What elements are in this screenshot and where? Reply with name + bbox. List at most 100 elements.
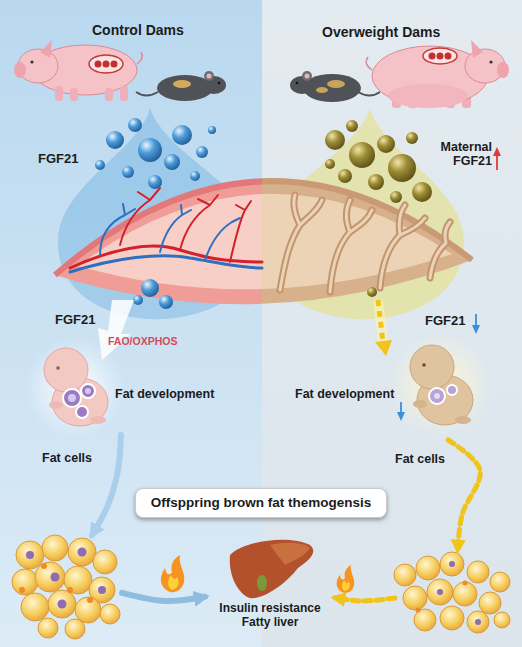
control-pig bbox=[120, 86, 128, 101]
overweight-pig bbox=[489, 60, 492, 63]
fgf21-particles-control bbox=[196, 146, 208, 158]
process-box: Offsppring brown fat themogensis bbox=[135, 488, 387, 518]
fgf21-particles-control bbox=[138, 138, 162, 162]
overweight-mouse bbox=[305, 74, 310, 79]
fgf21-particles-overweight bbox=[377, 135, 395, 153]
fgf21-particles-overweight bbox=[412, 182, 432, 202]
fat-cell-droplets-overweight bbox=[463, 581, 468, 586]
fat-cells-control bbox=[21, 593, 49, 621]
overweight-mouse bbox=[316, 87, 328, 93]
fgf21-particles-control bbox=[148, 175, 162, 189]
fat-cell-droplets-control bbox=[19, 548, 106, 609]
fgf21-particles-control bbox=[190, 171, 200, 181]
overweight-mouse bbox=[296, 82, 299, 85]
fgf21-particles-control bbox=[133, 295, 143, 305]
trend-arrows bbox=[397, 412, 405, 421]
fat-cells-overweight bbox=[427, 579, 453, 605]
fat-cell-droplets-overweight bbox=[449, 561, 455, 567]
node-text: Fat development bbox=[295, 387, 400, 401]
node-text: Offsppring brown fat themogensis bbox=[136, 495, 386, 511]
overweight-pig bbox=[388, 84, 468, 108]
fgf21-particles-overweight bbox=[325, 120, 432, 297]
control-pig bbox=[95, 61, 102, 68]
fat-cells-overweight bbox=[479, 592, 501, 614]
control-pig bbox=[103, 61, 110, 68]
placenta bbox=[55, 181, 472, 304]
fgf21-particles-overweight bbox=[388, 154, 416, 182]
fat-cell-droplets-control bbox=[19, 587, 25, 593]
overweight-pig bbox=[366, 57, 372, 70]
overweight-pig bbox=[497, 62, 509, 78]
placenta-villi bbox=[280, 195, 450, 292]
group-label: Overweight Dams bbox=[322, 24, 462, 40]
thermogenesis-flame bbox=[168, 575, 178, 590]
overweight-pig bbox=[437, 53, 444, 60]
control-pig bbox=[14, 40, 142, 101]
control-mouse bbox=[136, 71, 226, 101]
fgf21-particles-control bbox=[172, 125, 192, 145]
fgf21-particles-control bbox=[141, 279, 159, 297]
fat-cell-droplets-overweight bbox=[437, 589, 443, 595]
overweight-pig bbox=[445, 53, 452, 60]
trend-arrows bbox=[472, 325, 480, 334]
fgf21-particles-control bbox=[95, 118, 216, 309]
fat-cells-control bbox=[64, 566, 92, 594]
thermogenesis-flame bbox=[337, 565, 355, 593]
embryo-overweight bbox=[434, 393, 440, 399]
embryo-control bbox=[76, 406, 88, 418]
control-pig bbox=[70, 88, 78, 101]
embryo-overweight bbox=[455, 416, 471, 424]
embryo-control bbox=[85, 388, 91, 394]
embryo-control bbox=[90, 416, 106, 424]
fat-cells-control bbox=[68, 538, 96, 566]
fat-cell-droplets-overweight bbox=[475, 619, 481, 625]
group-label: Control Dams bbox=[92, 22, 212, 38]
control-pig bbox=[105, 88, 113, 101]
fat-cells-overweight bbox=[453, 582, 477, 606]
control-mouse bbox=[218, 82, 221, 85]
control-pig bbox=[40, 40, 52, 58]
fgf21-particles-overweight bbox=[390, 191, 402, 203]
fat-cells-overweight bbox=[467, 561, 489, 583]
control-mouse bbox=[207, 74, 212, 79]
fgf21-particles-overweight bbox=[349, 142, 375, 168]
node-text: Fat development bbox=[115, 387, 220, 401]
embryo-overweight bbox=[388, 333, 492, 437]
placenta-vessels bbox=[100, 204, 240, 260]
liver bbox=[230, 540, 313, 598]
overweight-mouse bbox=[358, 92, 380, 96]
fat-cell-droplets-control bbox=[87, 597, 93, 603]
control-pig bbox=[111, 61, 118, 68]
fgf21-particles-overweight bbox=[325, 159, 335, 169]
node-text: Fat cells bbox=[42, 451, 117, 465]
embryo-control bbox=[25, 338, 125, 438]
embryo-overweight bbox=[422, 363, 426, 367]
fat-cells-overweight bbox=[394, 552, 510, 633]
fgf21-particles-control bbox=[128, 118, 142, 132]
fat-cells-overweight bbox=[467, 611, 489, 633]
control-pig bbox=[55, 86, 63, 101]
fgf21-particles-overweight bbox=[367, 287, 377, 297]
fgf21-particles-overweight bbox=[368, 174, 384, 190]
fat-cells-control bbox=[16, 541, 44, 569]
transfer-arrow-overweight bbox=[378, 300, 383, 343]
pathway-label: FAO/OXPHOS bbox=[108, 335, 198, 347]
embryo-overweight bbox=[388, 333, 492, 437]
fat-cells-control bbox=[48, 590, 76, 618]
fgf21-particles-control bbox=[164, 154, 180, 170]
embryo-control bbox=[81, 384, 95, 398]
signal-label: Maternal FGF21 bbox=[428, 140, 492, 169]
fat-cell-droplets-control bbox=[67, 587, 73, 593]
embryo-overweight bbox=[410, 345, 454, 389]
overweight-pig bbox=[423, 48, 457, 64]
placenta bbox=[55, 181, 262, 304]
embryo-node: Fat development bbox=[295, 330, 485, 440]
liver bbox=[230, 540, 313, 598]
embryo-overweight bbox=[447, 385, 457, 395]
embryo-overweight bbox=[429, 388, 445, 404]
fat-cell-droplets-control bbox=[41, 563, 47, 569]
overweight-pig bbox=[366, 40, 509, 108]
thermogenesis-flame bbox=[337, 565, 355, 593]
